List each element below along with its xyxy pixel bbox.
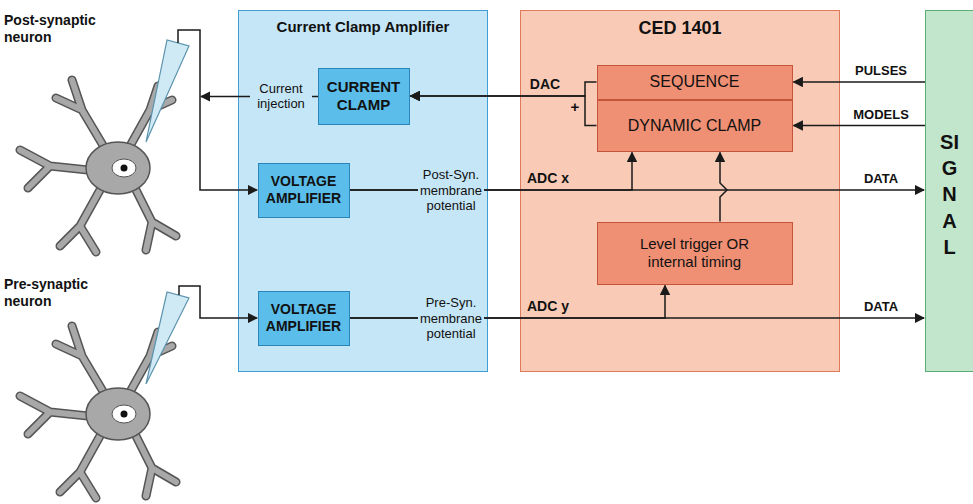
node-text: CED 1401: [521, 11, 839, 40]
node-text: Level trigger OR internal timing: [620, 235, 770, 271]
electrode-wire: [178, 30, 257, 190]
edge-label: PULSES: [855, 63, 907, 79]
recording-pipette: [146, 40, 189, 142]
port-label: DAC: [525, 76, 565, 93]
process-box: Level trigger OR internal timing: [597, 222, 793, 285]
port-label: ADC x: [523, 170, 573, 187]
node-text: CURRENT CLAMP: [324, 78, 404, 114]
signal-panel: SIGNAL: [925, 10, 973, 372]
node-text: VOLTAGE AMPLIFIER: [260, 301, 348, 335]
signal-connector: [720, 153, 727, 222]
electrode-wire: [179, 286, 257, 318]
figure-label: Pre-synaptic neuron: [4, 276, 116, 310]
signal-label: Pre-Syn. membrane potential: [418, 294, 484, 343]
signal-label: Post-Syn. membrane potential: [418, 166, 484, 215]
port-label: ADC y: [523, 298, 573, 315]
process-box: SEQUENCE: [597, 65, 793, 100]
process-box: VOLTAGE AMPLIFIER: [258, 163, 350, 218]
node-text: SIGNAL: [940, 122, 960, 261]
process-box: VOLTAGE AMPLIFIER: [258, 291, 350, 346]
process-box: DYNAMIC CLAMP: [597, 100, 793, 152]
signal-label: Current injection: [250, 80, 312, 113]
signal-connector: [350, 153, 633, 191]
node-text: Current Clamp Amplifier: [239, 11, 487, 36]
signal-connector: [794, 81, 926, 83]
node-text: SEQUENCE: [650, 72, 740, 91]
post-synaptic-neuron: [20, 40, 189, 252]
edge-label: DATA: [864, 299, 898, 315]
recording-pipette: [146, 292, 189, 384]
node-text: VOLTAGE AMPLIFIER: [260, 173, 348, 207]
signal-connector: [411, 96, 597, 126]
sum-sign: +: [569, 98, 581, 116]
node-text: DYNAMIC CLAMP: [628, 116, 761, 135]
signal-connector: [350, 286, 666, 319]
edge-label: DATA: [864, 171, 898, 187]
signal-connector: [411, 82, 597, 96]
edge-label: MODELS: [853, 107, 909, 123]
signal-connector: [794, 125, 926, 127]
pre-synaptic-neuron: [20, 326, 176, 498]
figure-label: Post-synaptic neuron: [4, 12, 116, 46]
process-box: CURRENT CLAMP: [318, 68, 410, 125]
